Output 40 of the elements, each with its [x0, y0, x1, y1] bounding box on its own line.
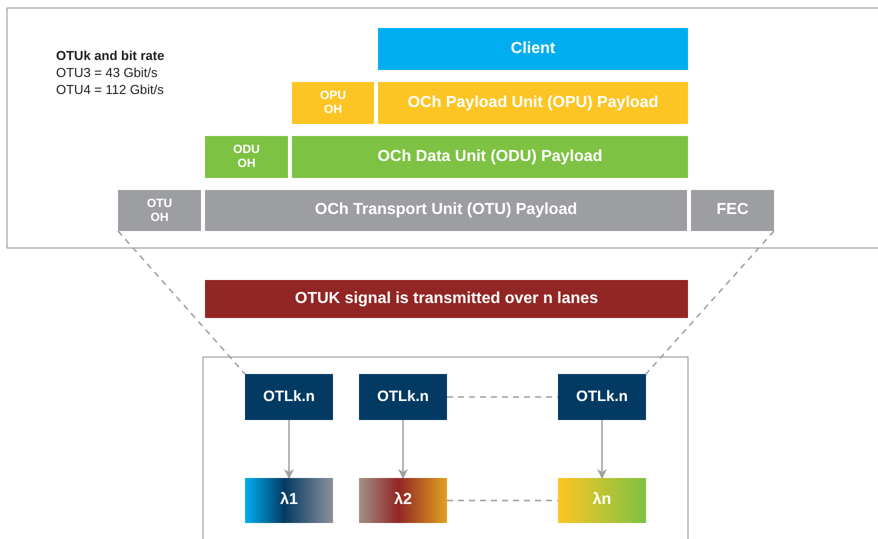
wavelength-box [558, 478, 646, 523]
note-text: OTU3 = 43 Gbit/s [56, 65, 158, 80]
arrow [597, 420, 607, 479]
block-label: ODU OH [232, 143, 261, 171]
block-label: OTLk.n [377, 388, 429, 406]
header-block [292, 82, 374, 124]
block-label: λn [592, 491, 612, 510]
wavelength-box [245, 478, 333, 523]
block-label: OCh Payload Unit (OPU) Payload [408, 94, 658, 112]
note-text: OTU4 = 112 Gbit/s [56, 82, 164, 97]
arrow [284, 420, 294, 479]
block-label: Client [510, 40, 556, 58]
block-label: λ2 [394, 491, 412, 510]
lane-box [245, 374, 333, 420]
layer-bar [205, 190, 687, 231]
block-label: OTUK signal is transmitted over n lanes [294, 290, 598, 308]
wavelength-box [359, 478, 447, 523]
block-label: OCh Transport Unit (OTU) Payload [314, 201, 578, 220]
block-label: OTLk.n [576, 388, 628, 406]
fec-block [691, 190, 774, 231]
block-label: OTU OH [146, 196, 174, 224]
lane-box [558, 374, 646, 420]
header-block [205, 136, 288, 178]
dashed-line [447, 396, 558, 398]
block-label: λ1 [280, 491, 298, 510]
layer-bar [378, 82, 688, 124]
dashed-line [645, 230, 775, 374]
block-label: OTLk.n [263, 388, 315, 406]
layer-bar [292, 136, 688, 178]
block-label: OCh Data Unit (ODU) Payload [378, 148, 602, 166]
legend-heading: OTUk and bit rate [56, 48, 164, 63]
block-label: FEC [716, 201, 748, 220]
block-label: OPU OH [318, 89, 347, 117]
arrow [398, 420, 408, 479]
layer-bar [378, 28, 688, 70]
dashed-line [447, 500, 558, 502]
header-block [118, 190, 201, 231]
banner-bar [205, 280, 688, 318]
dashed-line [117, 230, 246, 374]
lane-box [359, 374, 447, 420]
